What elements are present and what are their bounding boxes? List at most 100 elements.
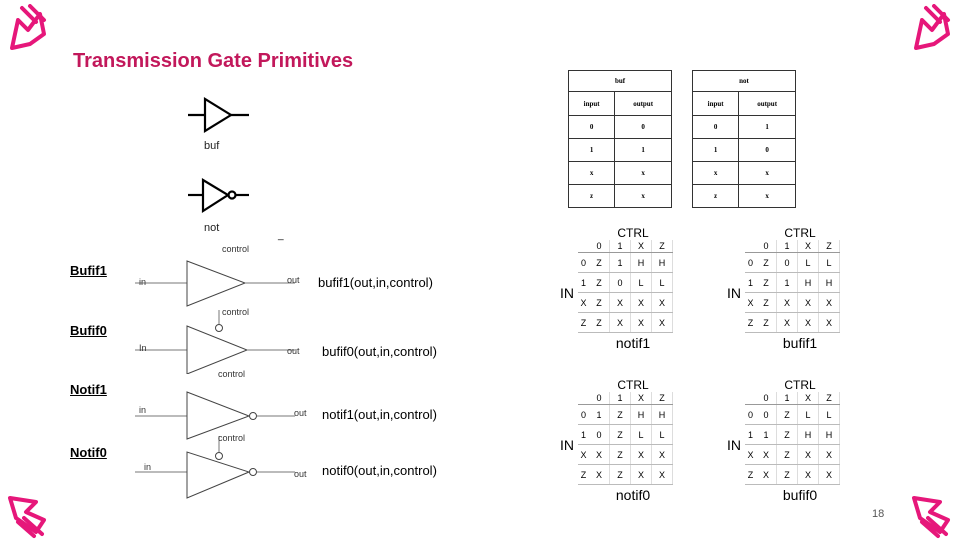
notif0-control-label: control [218, 433, 246, 443]
row-header: Z [745, 312, 756, 333]
column-header: 1 [776, 240, 798, 253]
bufif1-syntax: bufif1(out,in,control) [318, 275, 433, 290]
gate-name-bufif0: Bufif0 [70, 323, 107, 338]
notif0-syntax: notif0(out,in,control) [322, 463, 437, 478]
table-cell: X [630, 444, 652, 465]
row-header: Z [578, 464, 589, 485]
table-cell: H [630, 252, 652, 273]
column-header: X [630, 392, 652, 405]
table-cell: Z [776, 424, 798, 445]
row-header: 0 [745, 404, 756, 425]
row-header: 0 [578, 252, 589, 273]
row-header: Z [578, 312, 589, 333]
logo-bottom-left-icon [8, 496, 46, 538]
bufif0-syntax: bufif0(out,in,control) [322, 344, 437, 359]
in-label: IN [727, 436, 741, 453]
column-header: 1 [609, 240, 631, 253]
buf-table-title: buf [568, 70, 672, 92]
not-label: not [204, 222, 220, 234]
row-header: X [578, 444, 589, 465]
column-header: 1 [776, 392, 798, 405]
not-gate-symbol-icon [188, 178, 249, 214]
column-header: 0 [589, 392, 610, 405]
column-header: 1 [609, 392, 631, 405]
table-cell: 1 [776, 272, 798, 293]
bufif1-symbol-icon [135, 260, 295, 307]
table-cell: Z [609, 444, 631, 465]
table-cell: 0 [589, 424, 610, 445]
row-header: 1 [578, 424, 589, 445]
table-cell: Z [756, 312, 777, 333]
table-cell: X [589, 464, 610, 485]
table-cell: X [797, 292, 819, 313]
column-header: Z [651, 240, 673, 253]
table-cell: X [818, 464, 840, 485]
table-cell: Z [589, 312, 610, 333]
logo-top-left-icon [10, 4, 46, 50]
table-cell: Z [609, 424, 631, 445]
table-header: input [691, 91, 740, 116]
table-cell: X [818, 444, 840, 465]
table-cell: 1 [589, 404, 610, 425]
logo-bottom-right-icon [912, 496, 950, 538]
buf-gate-symbol-icon [188, 97, 249, 133]
table-cell: 0 [756, 404, 777, 425]
table-cell: H [630, 404, 652, 425]
table-cell: Z [589, 292, 610, 313]
table-cell: Z [609, 404, 631, 425]
in-label: IN [560, 436, 574, 453]
column-header: 0 [756, 392, 777, 405]
table-cell: X [630, 312, 652, 333]
row-header: 1 [745, 424, 756, 445]
buf-label: buf [204, 140, 220, 152]
not-table-title: not [692, 70, 796, 92]
in-label: IN [727, 284, 741, 301]
column-header: X [797, 392, 819, 405]
table-title: bufif1 [782, 335, 818, 351]
column-header: Z [651, 392, 673, 405]
stray-mark: _ [278, 230, 284, 241]
table-cell: X [630, 292, 652, 313]
notif0-symbol-icon [135, 436, 295, 499]
table-header: input [567, 91, 616, 116]
notif1-syntax: notif1(out,in,control) [322, 407, 437, 422]
table-cell: L [651, 424, 673, 445]
table-cell: X [797, 312, 819, 333]
column-header: 0 [756, 240, 777, 253]
table-cell: H [797, 424, 819, 445]
table-cell: 1 [609, 252, 631, 273]
notif0-in-label: in [144, 462, 152, 472]
notif1-out-label: out [294, 408, 307, 418]
logo-top-right-icon [914, 4, 950, 50]
row-header: 0 [578, 404, 589, 425]
table-cell: X [776, 312, 798, 333]
table-cell: L [797, 252, 819, 273]
ctrl-label: CTRL [617, 226, 649, 240]
table-cell: X [797, 464, 819, 485]
bufif0-in-label: In [139, 343, 147, 353]
table-cell: 0 [776, 252, 798, 273]
bufif1-in-label: in [139, 277, 147, 287]
notif1-symbol-icon [135, 391, 295, 440]
row-header: X [578, 292, 589, 313]
table-cell: X [609, 292, 631, 313]
table-cell: L [818, 252, 840, 273]
